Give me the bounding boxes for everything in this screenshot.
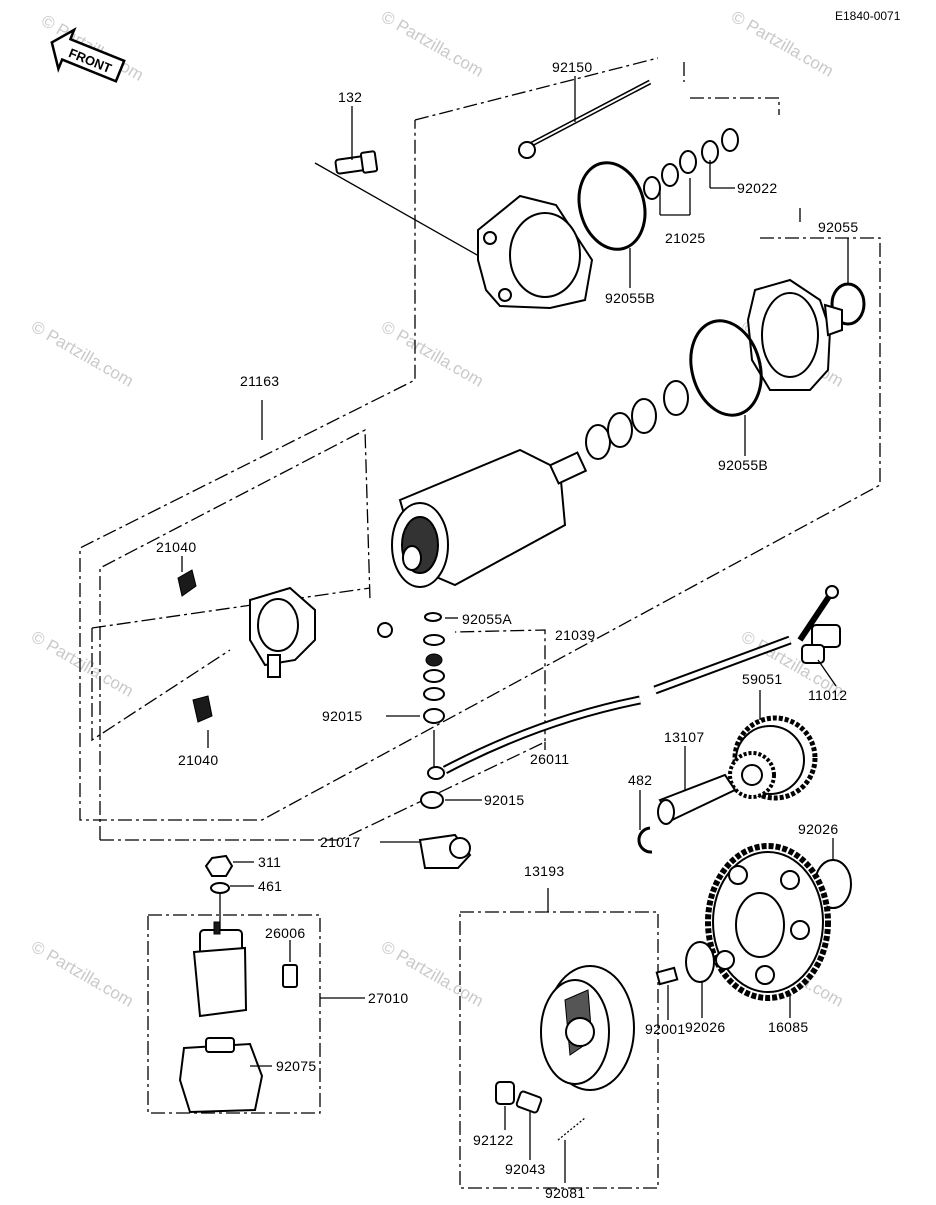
cable-26011: [427, 635, 792, 780]
gear-59051: [728, 715, 818, 801]
washer-92026-bottom: [685, 941, 715, 983]
label-21025: 21025: [665, 230, 705, 246]
label-92055B-top: 92055B: [605, 290, 655, 306]
label-21017: 21017: [320, 834, 360, 850]
o-ring-92055B-top: [577, 161, 647, 251]
watermark: © Partzilla.com: [28, 937, 137, 1011]
label-92055A: 92055A: [462, 611, 512, 627]
label-92022: 92022: [737, 180, 777, 196]
nut-92015: [420, 791, 444, 809]
label-92150: 92150: [552, 59, 592, 75]
label-27010: 27010: [368, 990, 408, 1006]
part-labels: 132 92150 92022 21025 92055 92055B 21163…: [156, 59, 858, 1201]
starter-motor-body: [391, 448, 588, 588]
front-cover: [746, 278, 843, 391]
washer-stack: [377, 612, 445, 770]
nut-311: [204, 854, 234, 877]
label-92015-bot: 92015: [484, 792, 524, 808]
label-92015-top: 92015: [322, 708, 362, 724]
label-21040-bot: 21040: [178, 752, 218, 768]
label-482: 482: [628, 772, 652, 788]
cap-21017: [418, 833, 472, 869]
clip-482: [637, 826, 653, 854]
washers-21025: [643, 128, 739, 200]
label-59051: 59051: [742, 671, 782, 687]
clutch-frame: [459, 888, 659, 1189]
label-461: 461: [258, 878, 282, 894]
through-bolt-92150: [518, 79, 652, 159]
label-92122: 92122: [473, 1132, 513, 1148]
label-21040-top: 21040: [156, 539, 196, 555]
terminal-11012: [797, 585, 841, 664]
diagram-id: E1840-0071: [835, 9, 901, 23]
leader-lines: [181, 76, 849, 1183]
washers-mid: [585, 380, 689, 460]
label-92055: 92055: [818, 219, 858, 235]
sprocket-16085: [705, 843, 831, 1001]
label-13193: 13193: [524, 863, 564, 879]
relay-body: [178, 921, 298, 1114]
label-11012: 11012: [808, 687, 847, 703]
o-ring-92055B-mid: [689, 319, 763, 417]
brush-holder: [177, 569, 316, 723]
starter-clutch: [495, 965, 679, 1141]
watermark: © Partzilla.com: [378, 317, 487, 391]
relay-frame: [147, 914, 365, 1114]
label-13107: 13107: [664, 729, 704, 745]
label-26011: 26011: [530, 751, 569, 767]
label-26006: 26006: [265, 925, 305, 941]
washer-461: [210, 882, 230, 894]
label-92026-bot: 92026: [685, 1019, 725, 1035]
label-132: 132: [338, 89, 362, 105]
shaft-13107: [657, 773, 737, 825]
label-21039: 21039: [555, 627, 595, 643]
label-16085: 16085: [768, 1019, 808, 1035]
end-cover: [477, 194, 594, 310]
watermark: © Partzilla.com: [28, 317, 137, 391]
label-92026-top: 92026: [798, 821, 838, 837]
label-92043: 92043: [505, 1161, 545, 1177]
label-92055B-mid: 92055B: [718, 457, 768, 473]
label-92081: 92081: [545, 1185, 585, 1200]
label-311: 311: [258, 854, 281, 870]
bolt-132: [314, 150, 501, 269]
assembly-frame: [79, 57, 881, 841]
label-92001: 92001: [645, 1021, 685, 1037]
watermark: © Partzilla.com: [28, 627, 137, 701]
watermark: © Partzilla.com: [728, 7, 837, 81]
watermark: © Partzilla.com: [378, 7, 487, 81]
label-21163: 21163: [240, 373, 279, 389]
label-92075: 92075: [276, 1058, 316, 1074]
